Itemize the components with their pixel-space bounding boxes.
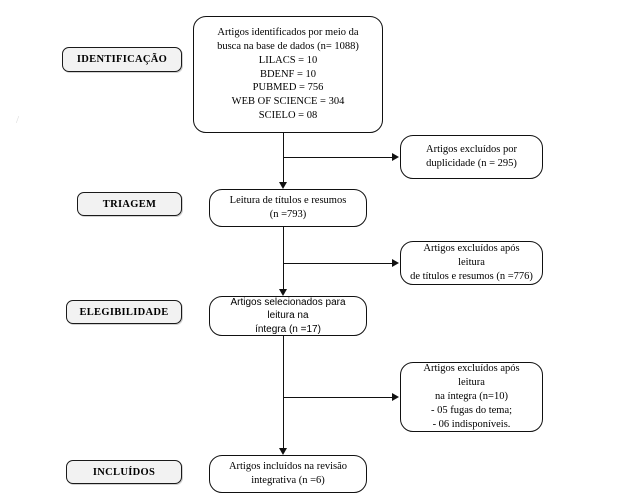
- flow-box-text: Artigos identificados por meio da busca …: [217, 26, 359, 122]
- connector-arrowhead-right-1: [392, 152, 399, 161]
- flow-box-selecionados-integra: Artigos selecionados para leitura na ínt…: [209, 296, 367, 336]
- flow-box-text: Artigos excluídos após leitura na íntegr…: [423, 363, 520, 430]
- connector-horizontal-3: [283, 397, 393, 398]
- connector-arrowhead-down-3: [278, 448, 287, 455]
- scan-artifact-mark: /: [16, 114, 20, 126]
- stage-label-triagem: TRIAGEM: [77, 192, 182, 216]
- stage-label-text: ELEGIBILIDADE: [79, 306, 169, 318]
- stage-label-text: TRIAGEM: [102, 198, 157, 210]
- flow-box-leitura-titulos: Leitura de títulos e resumos (n =793): [209, 189, 367, 227]
- flow-box-text: Artigos incluídos na revisão integrativa…: [228, 461, 348, 486]
- connector-arrowhead-right-2: [392, 258, 399, 267]
- connector-arrowhead-right-3: [392, 392, 399, 401]
- stage-label-text: INCLUÍDOS: [92, 466, 156, 478]
- connector-vertical-2: [283, 227, 284, 291]
- connector-vertical-3: [283, 336, 284, 450]
- stage-label-elegibilidade: ELEGIBILIDADE: [66, 300, 182, 324]
- connector-arrowhead-down-1: [278, 182, 287, 189]
- flow-box-text: Artigos excluídos após leitura de título…: [410, 243, 533, 282]
- stage-label-incluidos: INCLUÍDOS: [66, 460, 182, 484]
- flow-box-incluidos-revisao: Artigos incluídos na revisão integrativa…: [209, 455, 367, 493]
- connector-arrowhead-down-2: [278, 289, 287, 296]
- flow-box-text: Leitura de títulos e resumos (n =793): [229, 195, 347, 220]
- connector-horizontal-2: [283, 263, 393, 264]
- stage-label-text: IDENTIFICAÇÃO: [76, 54, 168, 65]
- flow-box-text: Artigos excluídos por duplicidade (n = 2…: [426, 144, 517, 169]
- flow-box-excluidos-integra: Artigos excluídos após leitura na íntegr…: [400, 362, 543, 432]
- flow-box-excluidos-duplicidade: Artigos excluídos por duplicidade (n = 2…: [400, 135, 543, 179]
- flow-box-text: Artigos selecionados para leitura na ínt…: [230, 297, 346, 335]
- stage-label-identificacao: IDENTIFICAÇÃO: [62, 47, 182, 72]
- connector-vertical-1: [283, 133, 284, 184]
- flow-box-identificados: Artigos identificados por meio da busca …: [193, 16, 383, 133]
- connector-horizontal-1: [283, 157, 393, 158]
- flow-box-excluidos-titulos-resumos: Artigos excluídos após leitura de título…: [400, 241, 543, 285]
